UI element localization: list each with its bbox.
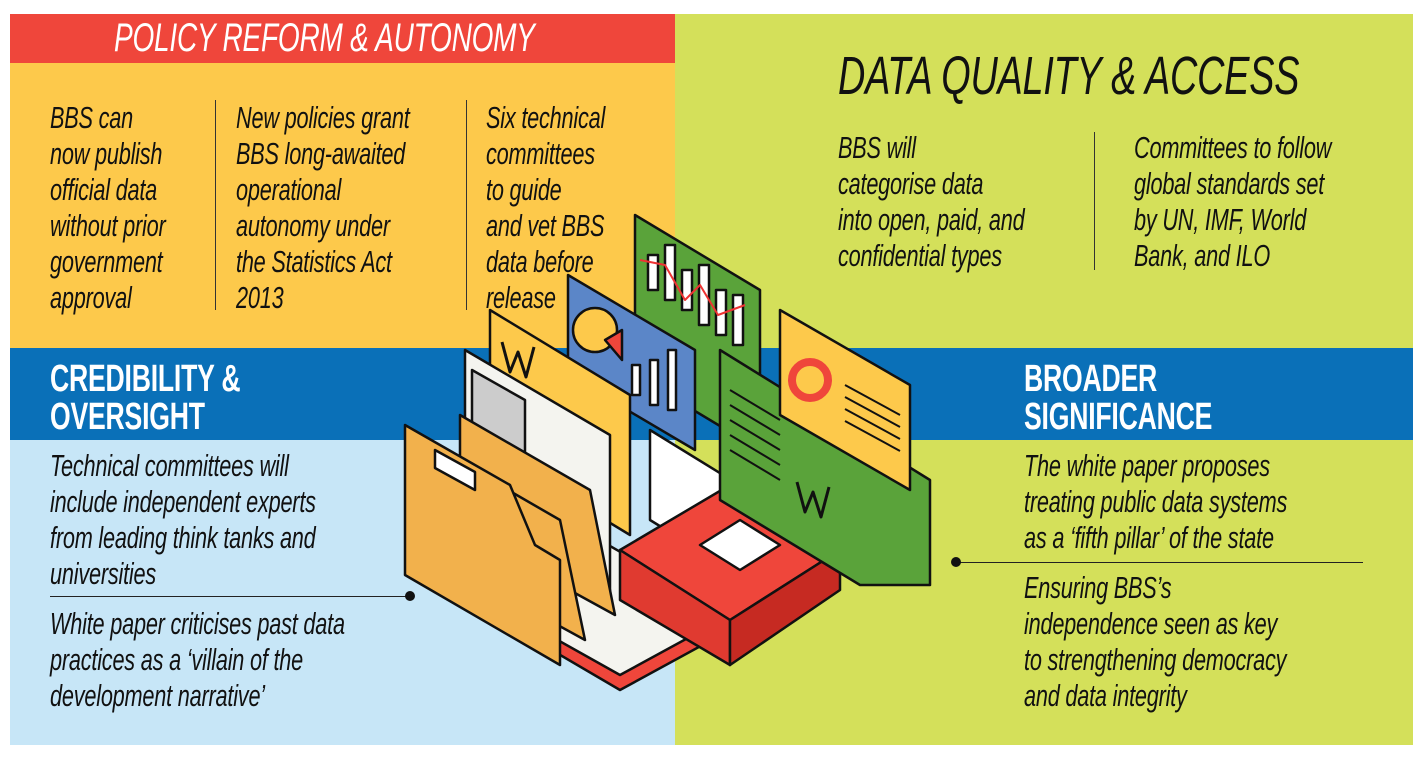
data-quality-point-1: BBS will categorise data into open, paid… (838, 130, 1025, 273)
policy-point-1: BBS can now publish official data withou… (50, 100, 166, 315)
data-quality-point-2: Committees to follow global standards se… (1134, 130, 1332, 273)
policy-header: POLICY REFORM & AUTONOMY (10, 14, 675, 63)
w-glyph-icon (500, 341, 536, 379)
significance-point-1: The white paper proposes treating public… (1024, 448, 1288, 555)
credibility-point-2: White paper criticises past data practic… (50, 606, 345, 713)
significance-point-2: Ensuring BBS’s independence seen as key … (1024, 570, 1287, 713)
policy-title: POLICY REFORM & AUTONOMY (114, 16, 535, 60)
connector-dot (405, 591, 415, 601)
policy-point-2: New policies grant BBS long-awaited oper… (236, 100, 410, 315)
documents-illustration (403, 213, 932, 692)
w-glyph-icon (795, 481, 831, 519)
policy-point-3: Six technical committees to guide and ve… (486, 100, 606, 315)
folders-icon (403, 413, 617, 667)
significance-title: BROADER SIGNIFICANCE (1024, 358, 1213, 438)
connector-dot (951, 557, 961, 567)
divider (1094, 132, 1095, 270)
divider (466, 100, 467, 310)
policy-panel (10, 14, 675, 348)
presentation-panel-icon (778, 308, 912, 492)
connector-line (957, 562, 1363, 563)
connector-line (50, 596, 410, 597)
data-quality-title: DATA QUALITY & ACCESS (838, 46, 1300, 106)
credibility-title: CREDIBILITY & OVERSIGHT (50, 358, 241, 438)
credibility-point-1: Technical committees will include indepe… (50, 448, 316, 591)
divider (215, 100, 216, 310)
data-quality-panel (675, 14, 1413, 348)
pie-chart-panel-icon (566, 273, 697, 452)
